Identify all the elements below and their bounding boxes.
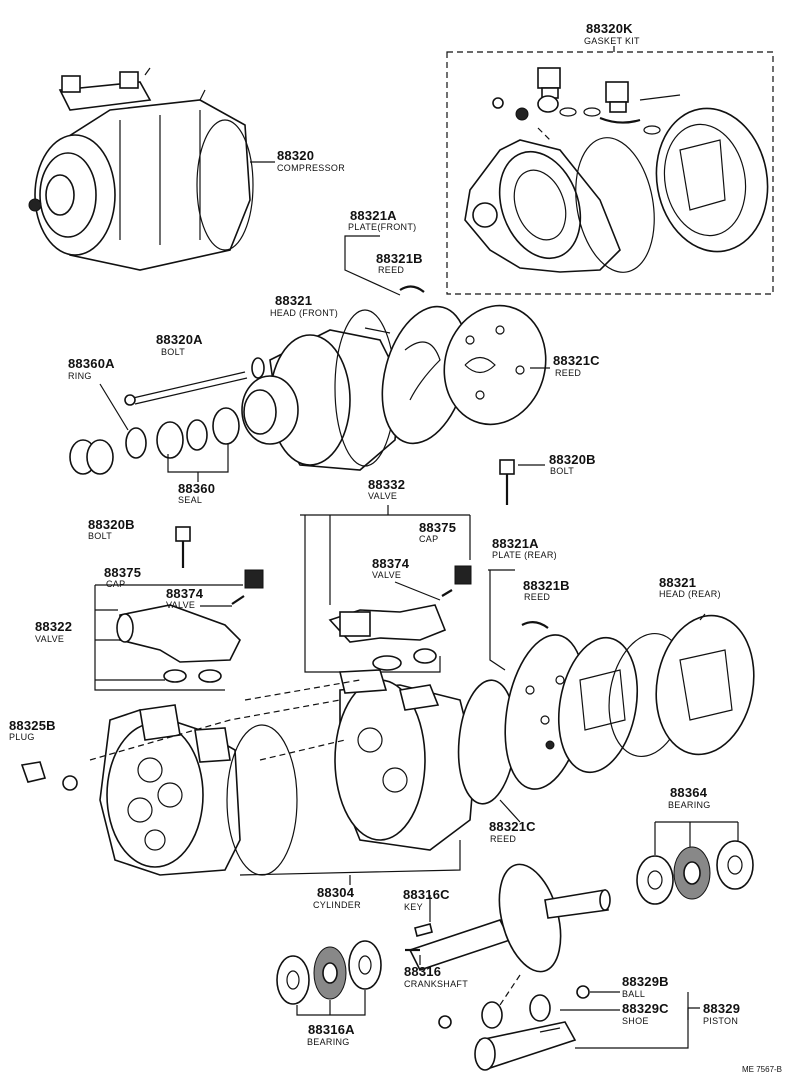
gasket-kit-frame bbox=[446, 51, 774, 295]
label-name-piston: PISTON bbox=[703, 1016, 739, 1026]
label-name-reed-rear-c: REED bbox=[490, 834, 517, 844]
label-name-reed-rear: REED bbox=[524, 592, 551, 602]
label-name-bearing-88364: BEARING bbox=[668, 800, 711, 810]
label-number-ring: 88360A bbox=[68, 356, 115, 371]
label-number-key: 88316C bbox=[403, 887, 450, 902]
label-number-bearing-88316a: 88316A bbox=[308, 1022, 355, 1037]
label-number-valve-88332: 88332 bbox=[368, 477, 406, 492]
front-head-parts bbox=[69, 235, 550, 505]
label-name-reed-front: REED bbox=[378, 265, 405, 275]
label-name-bolt-88320b-left: BOLT bbox=[88, 531, 113, 541]
label-name-shoe: SHOE bbox=[622, 1016, 649, 1026]
gasket-kit-parts bbox=[464, 67, 769, 273]
label-name-ball: BALL bbox=[622, 989, 646, 999]
label-name-plate-rear: PLATE (REAR) bbox=[492, 550, 557, 560]
label-number-plate-front: 88321A bbox=[350, 208, 397, 223]
label-number-gasket-kit: 88320K bbox=[586, 21, 633, 36]
label-name-bolt-88320b-upper: BOLT bbox=[550, 466, 575, 476]
label-number-cap-left: 88375 bbox=[104, 565, 142, 580]
label-name-valve-88332: VALVE bbox=[368, 491, 398, 501]
label-number-reed-rear: 88321B bbox=[523, 578, 570, 593]
rear-head-parts bbox=[457, 569, 755, 823]
label-number-reed-front-c: 88321C bbox=[553, 353, 600, 368]
label-name-cylinder: CYLINDER bbox=[313, 900, 361, 910]
label-number-plate-rear: 88321A bbox=[492, 536, 539, 551]
label-name-cap-center: CAP bbox=[419, 534, 439, 544]
label-number-cylinder: 88304 bbox=[317, 885, 355, 900]
label-number-crankshaft: 88316 bbox=[404, 964, 442, 979]
label-number-ball: 88329B bbox=[622, 974, 669, 989]
label-number-seal: 88360 bbox=[178, 481, 216, 496]
label-name-cap-left: CAP bbox=[106, 579, 126, 589]
label-number-plug: 88325B bbox=[9, 718, 56, 733]
label-number-cap-center: 88375 bbox=[419, 520, 457, 535]
label-number-compressor: 88320 bbox=[277, 148, 315, 163]
label-number-valve-88374-center: 88374 bbox=[372, 556, 410, 571]
label-name-valve-88322: VALVE bbox=[35, 634, 65, 644]
label-number-bolt-88320b-left: 88320B bbox=[88, 517, 135, 532]
label-number-reed-rear-c: 88321C bbox=[489, 819, 536, 834]
label-number-bolt-88320b-upper: 88320B bbox=[549, 452, 596, 467]
label-number-head-rear: 88321 bbox=[659, 575, 697, 590]
bearing-88364-parts bbox=[636, 821, 754, 905]
label-name-head-front: HEAD (FRONT) bbox=[270, 308, 339, 318]
label-number-piston: 88329 bbox=[703, 1001, 741, 1016]
label-number-valve-88322: 88322 bbox=[35, 619, 73, 634]
crankshaft-parts bbox=[405, 863, 611, 973]
label-name-plug: PLUG bbox=[9, 732, 35, 742]
cylinder-parts bbox=[20, 669, 476, 885]
label-number-bolt-88320a: 88320A bbox=[156, 332, 203, 347]
label-name-bolt-88320a: BOLT bbox=[161, 347, 186, 357]
label-name-head-rear: HEAD (REAR) bbox=[659, 589, 721, 599]
label-number-head-front: 88321 bbox=[275, 293, 313, 308]
label-name-compressor: COMPRESSOR bbox=[277, 163, 346, 173]
left-valve-parts bbox=[94, 526, 264, 691]
label-name-crankshaft: CRANKSHAFT bbox=[404, 979, 469, 989]
label-name-plate-front: PLATE(FRONT) bbox=[348, 222, 417, 232]
label-name-ring: RING bbox=[68, 371, 92, 381]
label-name-bearing-88316a: BEARING bbox=[307, 1037, 350, 1047]
bearing-88316a-parts bbox=[276, 940, 382, 1016]
label-name-key: KEY bbox=[404, 902, 423, 912]
label-name-valve-88374-left: VALVE bbox=[166, 600, 196, 610]
label-number-valve-88374-left: 88374 bbox=[166, 586, 204, 601]
label-number-bearing-88364: 88364 bbox=[670, 785, 708, 800]
piston-parts bbox=[438, 974, 700, 1071]
label-name-gasket-kit: GASKET KIT bbox=[584, 36, 640, 46]
compressor-assembly bbox=[28, 67, 275, 271]
label-name-reed-front-c: REED bbox=[555, 368, 582, 378]
label-number-shoe: 88329C bbox=[622, 1001, 669, 1016]
label-name-valve-88374-center: VALVE bbox=[372, 570, 402, 580]
drawing-code: ME 7567-B bbox=[742, 1065, 783, 1074]
label-number-reed-front: 88321B bbox=[376, 251, 423, 266]
label-name-seal: SEAL bbox=[178, 495, 203, 505]
